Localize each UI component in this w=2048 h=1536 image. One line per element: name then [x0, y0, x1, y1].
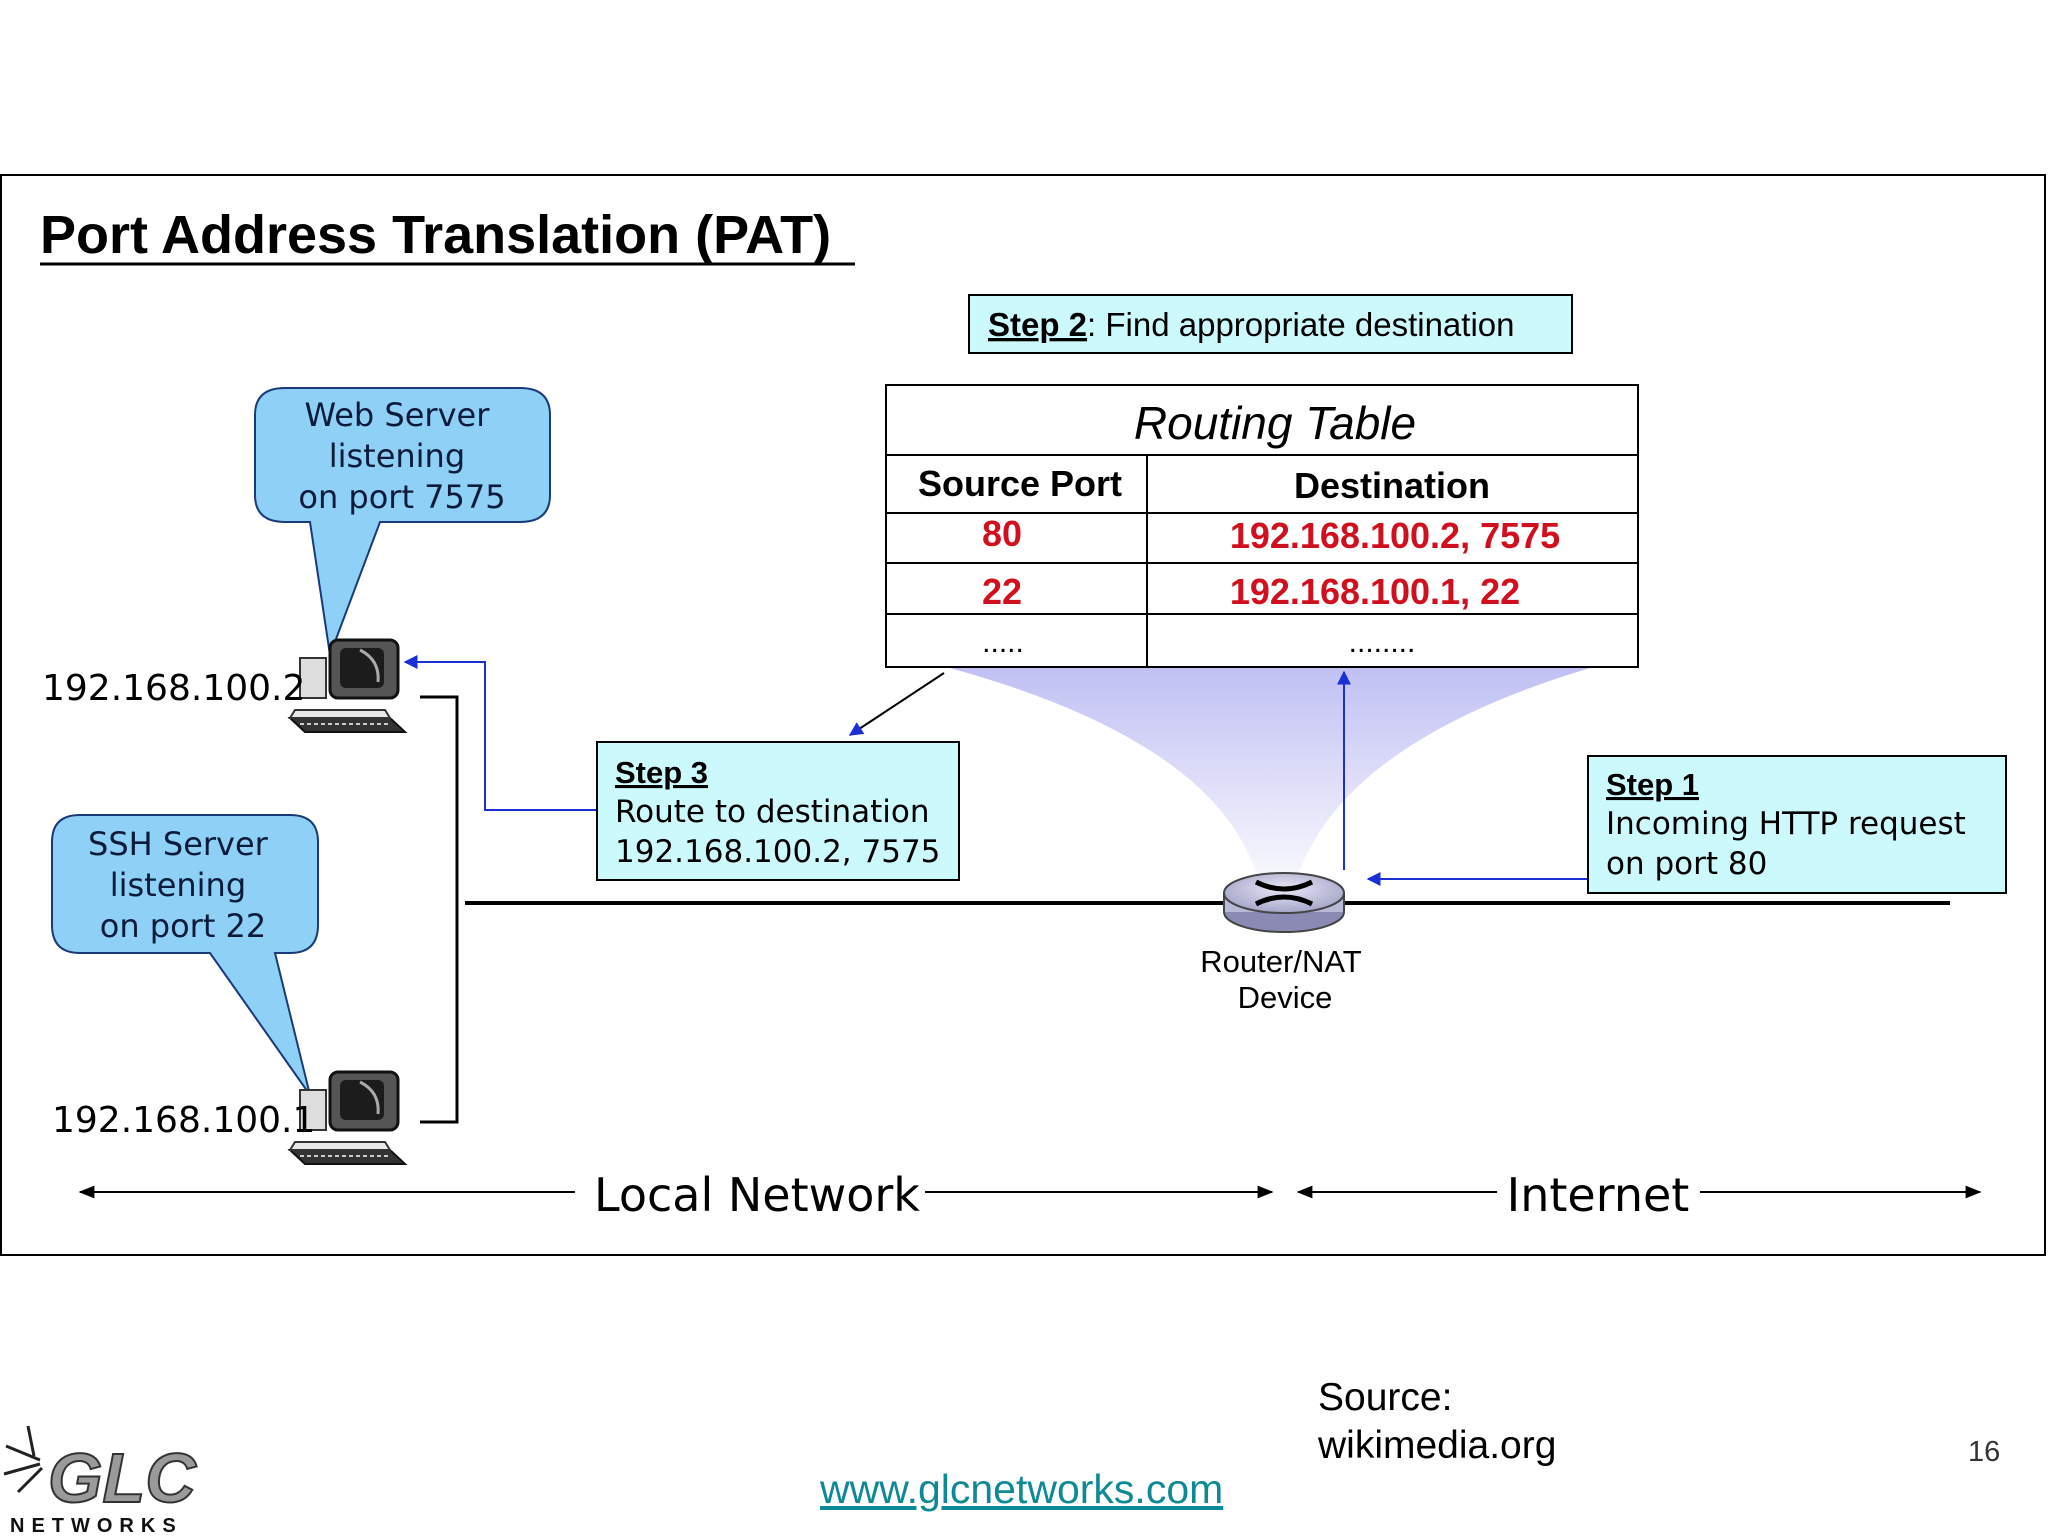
table-header-source-port: Source Port — [918, 463, 1122, 504]
host-bottom-ip: 192.168.100.1 — [52, 1100, 315, 1141]
step3-label: Step 3 — [615, 755, 708, 790]
routing-table-border — [885, 384, 1639, 668]
step2-label: Step 2 — [988, 306, 1087, 343]
star-burst-icon — [3, 1425, 44, 1494]
host-top-ip: 192.168.100.2 — [42, 668, 305, 709]
step1-box — [1587, 755, 2007, 894]
ssh-server-bubble — [51, 814, 319, 1096]
routing-table-caption: Routing Table — [1134, 397, 1416, 449]
bubble-line: Web Server — [304, 396, 490, 434]
web-server-bubble — [254, 387, 551, 659]
website-link[interactable]: www.glcnetworks.com — [820, 1466, 1224, 1512]
router-label-line: Device — [1238, 980, 1333, 1015]
step1-label: Step 1 — [1606, 767, 1699, 802]
lookup-fan — [950, 668, 1590, 905]
step1-line: on port 80 — [1606, 846, 1767, 882]
page-number: 16 — [1968, 1436, 2001, 1468]
router-label: Router/NAT Device — [1200, 944, 1369, 1015]
table-cell-destination: 192.168.100.2, 7575 — [1230, 515, 1560, 556]
local-network-label: Local Network — [594, 1168, 920, 1222]
table-to-step3-arrow — [848, 672, 945, 736]
computer-icon — [287, 638, 408, 733]
source-line: wikimedia.org — [1318, 1424, 1557, 1467]
internet-label: Internet — [1507, 1168, 1690, 1222]
step2-box — [968, 294, 1573, 354]
step3-box — [596, 741, 960, 881]
bubble-line: listening — [110, 866, 246, 904]
table-cell-destination: ........ — [1349, 626, 1416, 659]
routing-table: Routing Table Source Port Destination 80… — [885, 384, 1639, 668]
step3-line: Route to destination — [615, 794, 930, 830]
table-cell-destination: 192.168.100.1, 22 — [1230, 571, 1520, 612]
step1-line: Incoming HTTP request — [1606, 806, 1966, 842]
table-cell-port: ..... — [982, 626, 1024, 659]
diagram-title: Port Address Translation (PAT) — [40, 205, 831, 265]
logo-mark: GLC — [48, 1439, 197, 1517]
table-cell-port: 80 — [982, 513, 1022, 554]
source-line: Source: — [1318, 1376, 1453, 1419]
step3-line: 192.168.100.2, 7575 — [615, 834, 940, 870]
router-icon — [1223, 872, 1345, 933]
computer-icon — [287, 1070, 408, 1165]
source-credit: Source: wikimedia.org — [1318, 1374, 1556, 1470]
table-cell-port: 22 — [982, 571, 1022, 612]
lan-cable-top — [420, 695, 459, 1124]
route-to-host-arrow — [403, 655, 597, 811]
router-label-line: Router/NAT — [1200, 944, 1361, 979]
bubble-line: on port 7575 — [298, 478, 505, 516]
bubble-line: listening — [329, 437, 465, 475]
step2-text: Step 2: Find appropriate destination — [988, 306, 1514, 343]
glc-networks-logo: GLC NETWORKS — [3, 1425, 198, 1536]
web-server-bubble-text: Web Server listening on port 7575 — [298, 396, 505, 516]
logo-subtext: NETWORKS — [10, 1515, 183, 1536]
ssh-server-bubble-text: SSH Server listening on port 22 — [88, 825, 278, 945]
bubble-line: on port 22 — [100, 907, 267, 945]
bubble-line: SSH Server — [88, 825, 269, 863]
step2-description: : Find appropriate destination — [1087, 306, 1514, 343]
table-header-destination: Destination — [1294, 465, 1490, 506]
